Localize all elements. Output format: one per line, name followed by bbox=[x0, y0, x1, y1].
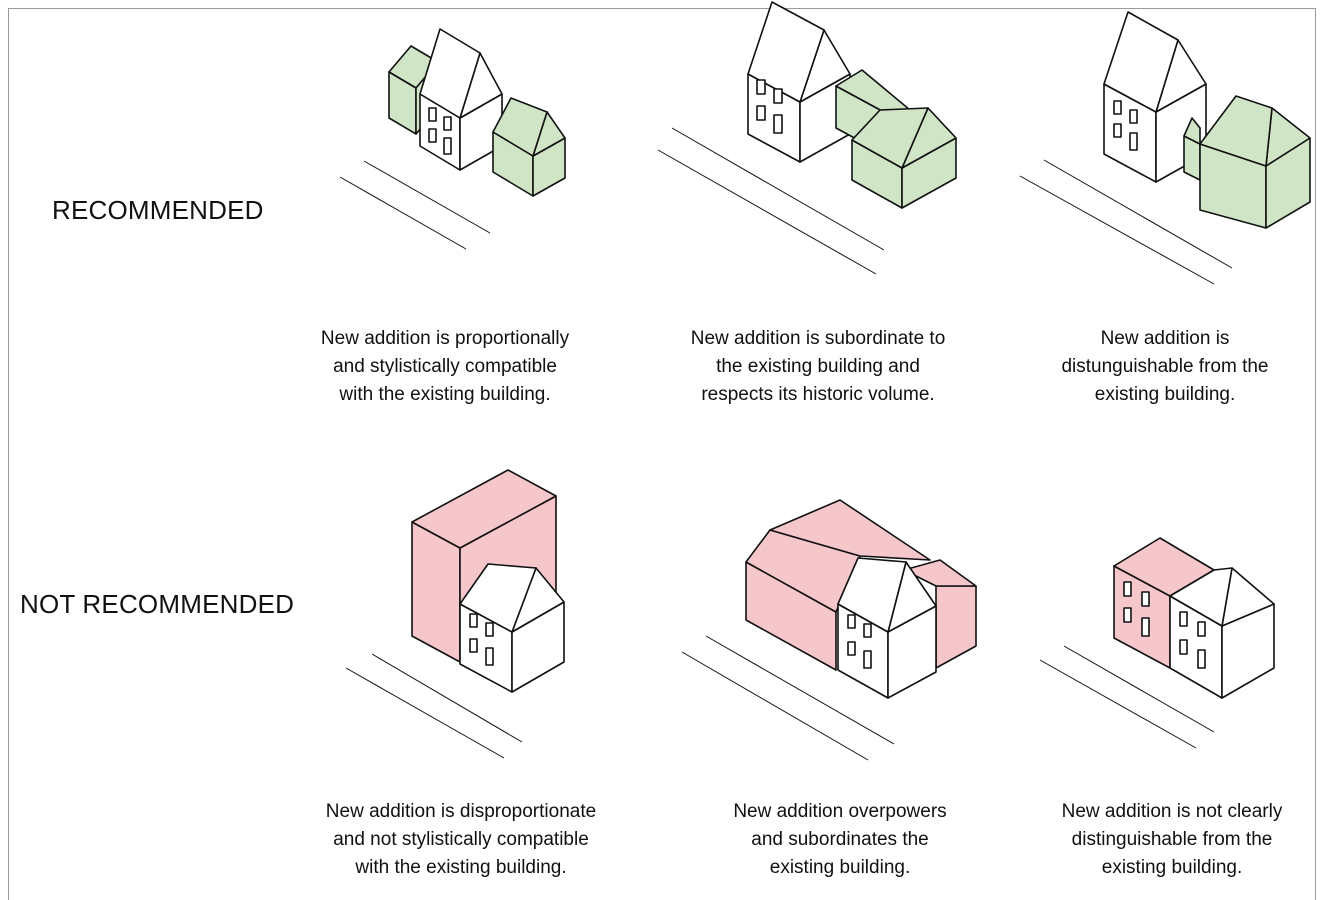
street-lines bbox=[339, 160, 491, 250]
caption-line: and subordinates the bbox=[751, 829, 929, 850]
caption-line: the existing building and bbox=[716, 356, 920, 377]
caption-line: existing building. bbox=[1094, 384, 1236, 405]
diagram-frame bbox=[8, 8, 1316, 900]
existing-house bbox=[1169, 567, 1275, 699]
street-lines bbox=[681, 635, 895, 761]
existing-house bbox=[747, 1, 851, 163]
addition-windows bbox=[1123, 581, 1150, 637]
caption-r2-c3: New addition is not clearly distinguisha… bbox=[992, 798, 1326, 882]
existing-house bbox=[459, 563, 565, 693]
caption-line: New addition overpowers bbox=[733, 801, 947, 822]
caption-line: with the existing building. bbox=[355, 857, 567, 878]
example-r2-c3-drawing bbox=[1039, 537, 1275, 749]
caption-r1-c1: New addition is proportionally and styli… bbox=[265, 325, 625, 409]
caption-line: and stylistically compatible bbox=[333, 356, 557, 377]
street-lines bbox=[345, 653, 523, 759]
new-addition bbox=[1113, 537, 1215, 669]
row-label-not-recommended: NOT RECOMMENDED bbox=[20, 589, 295, 619]
row-label-recommended: RECOMMENDED bbox=[52, 195, 264, 225]
house-windows bbox=[469, 613, 494, 666]
new-addition-barn bbox=[745, 499, 977, 671]
caption-line: distinguishable from the bbox=[1071, 829, 1273, 850]
new-addition bbox=[1183, 95, 1311, 229]
caption-line: New addition is not clearly bbox=[1061, 801, 1283, 822]
caption-r1-c3: New addition is distunguishable from the… bbox=[985, 325, 1326, 409]
caption-r2-c1: New addition is disproportionate and not… bbox=[281, 798, 641, 882]
caption-line: existing building. bbox=[769, 857, 911, 878]
house-windows bbox=[1179, 611, 1206, 669]
existing-house bbox=[419, 28, 503, 171]
street-lines bbox=[1039, 645, 1215, 749]
caption-r2-c2: New addition overpowers and subordinates… bbox=[660, 798, 1020, 882]
caption-r1-c2: New addition is subordinate to the exist… bbox=[638, 325, 998, 409]
new-addition bbox=[835, 69, 957, 209]
example-r2-c2-drawing bbox=[681, 499, 977, 761]
example-r1-c3-drawing bbox=[1019, 11, 1311, 285]
new-addition-right-wing bbox=[492, 97, 566, 197]
caption-line: respects its historic volume. bbox=[701, 384, 935, 405]
street-lines bbox=[1019, 159, 1233, 285]
street-lines bbox=[657, 127, 885, 275]
house-windows bbox=[1113, 100, 1138, 151]
house-windows bbox=[756, 79, 783, 134]
caption-line: and not stylistically compatible bbox=[333, 829, 589, 850]
house-windows bbox=[847, 614, 872, 669]
house-windows bbox=[428, 107, 452, 155]
caption-line: New addition is bbox=[1100, 328, 1230, 349]
caption-line: existing building. bbox=[1101, 857, 1243, 878]
caption-line: New addition is subordinate to bbox=[690, 328, 946, 349]
example-r1-c2-drawing bbox=[657, 1, 957, 275]
caption-line: distunguishable from the bbox=[1061, 356, 1269, 377]
example-r2-c1-drawing bbox=[345, 469, 565, 759]
caption-line: New addition is disproportionate bbox=[325, 801, 597, 822]
example-r1-c1-drawing bbox=[339, 28, 566, 250]
existing-house bbox=[1103, 11, 1207, 183]
caption-line: New addition is proportionally bbox=[320, 328, 570, 349]
existing-house bbox=[837, 557, 937, 699]
caption-line: with the existing building. bbox=[339, 384, 551, 405]
